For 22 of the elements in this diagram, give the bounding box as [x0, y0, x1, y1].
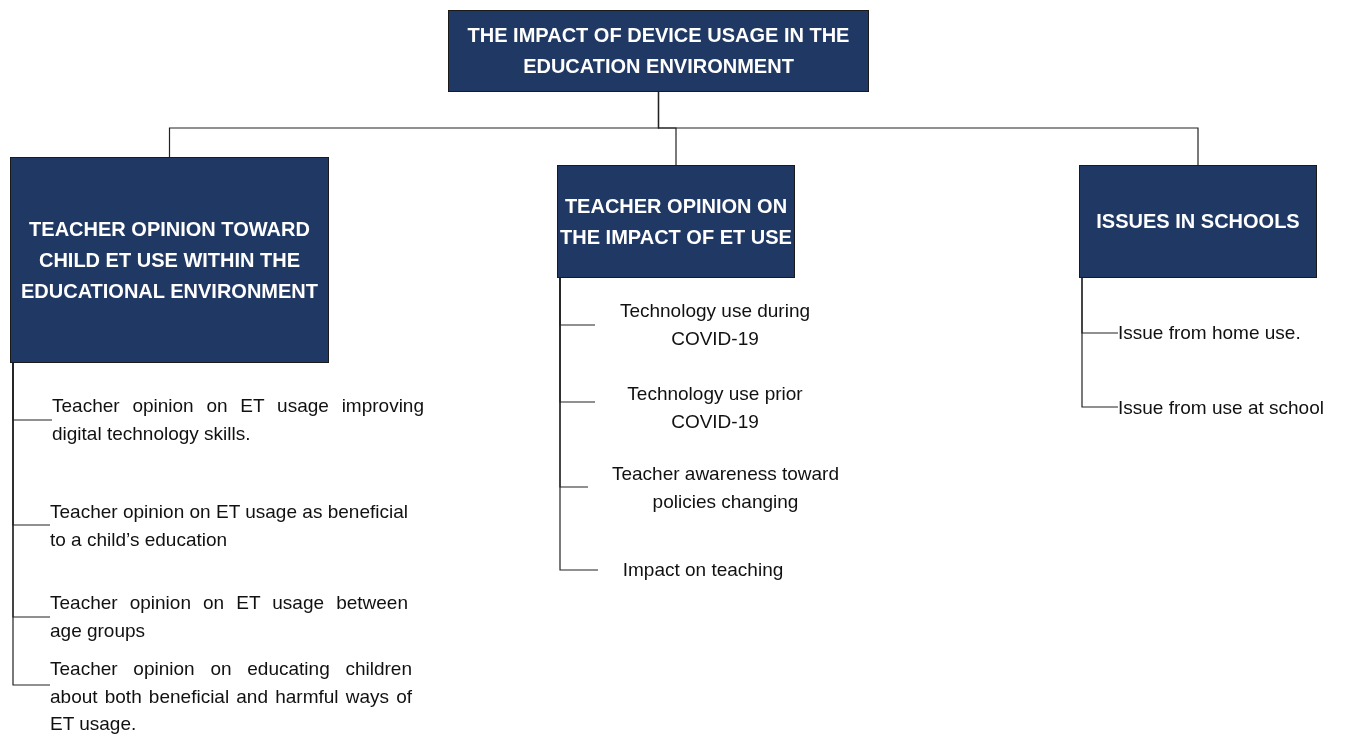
subtopic-text: Teacher opinion on educating children about both beneficial and harmful ways of ET usage.	[50, 657, 412, 737]
subtopic-text: Issue from home use.	[1118, 321, 1302, 345]
subtopic-text: Teacher awareness toward policies changing	[610, 462, 841, 514]
heading-text: THE IMPACT OF DEVICE USAGE IN THE EDUCATION ENVIRONMENT	[466, 23, 851, 79]
connector-line	[1081, 277, 1119, 408]
heading-box	[10, 157, 329, 363]
connector-line	[657, 91, 1199, 166]
subtopic-text: Impact on teaching	[621, 558, 785, 582]
heading-box	[557, 165, 795, 278]
subtopic-text: Teacher opinion on ET usage as beneficial to a child’s education	[50, 500, 408, 552]
heading-box	[1079, 165, 1317, 278]
subtopic-text: Technology use during COVID-19	[618, 299, 812, 351]
subtopic-text: Teacher opinion on ET usage between age groups	[50, 591, 408, 643]
heading-text: TEACHER OPINION ON THE IMPACT OF ET USE	[559, 193, 793, 250]
connector-line	[12, 362, 51, 686]
subtopic-text: Technology use prior COVID-19	[626, 382, 804, 434]
heading-text: TEACHER OPINION TOWARD CHILD ET USE WITHIN THE EDUCATIONAL ENVIRONMENT	[19, 216, 319, 304]
subtopic-text: Teacher opinion on ET usage improving digital technology skills.	[52, 394, 424, 446]
heading-text: ISSUES IN SCHOOLS	[1096, 209, 1300, 234]
subtopic-text: Issue from use at school	[1118, 396, 1325, 420]
heading-box	[448, 10, 869, 92]
connector-line	[559, 277, 599, 571]
